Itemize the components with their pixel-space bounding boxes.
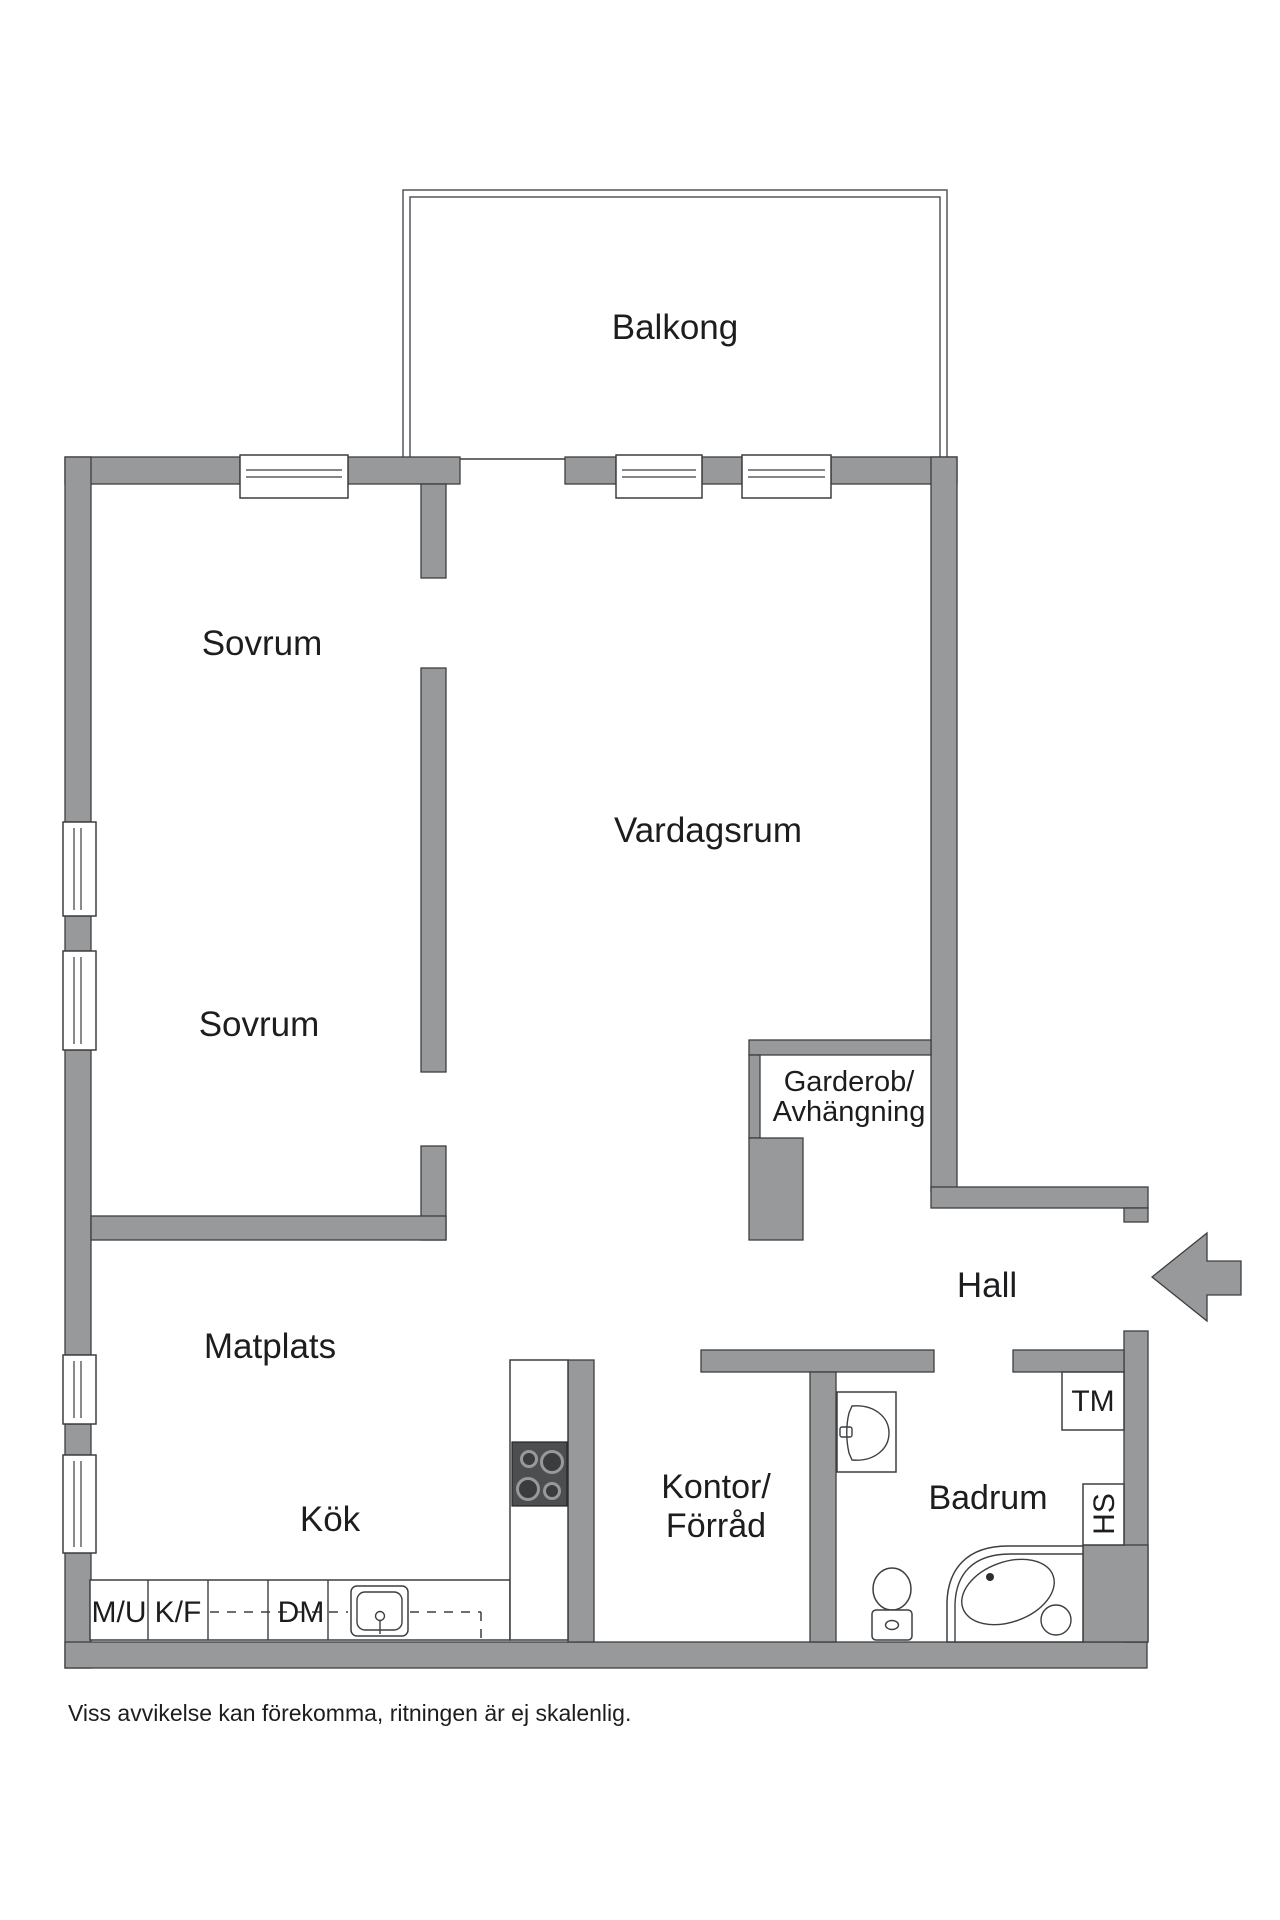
wall-left-3 bbox=[64, 1049, 92, 1356]
bathroom-fixtures bbox=[836, 1371, 1125, 1643]
kitchen-fixtures bbox=[89, 1359, 569, 1641]
label-bathroom: Badrum bbox=[928, 1479, 1047, 1517]
windows bbox=[62, 454, 832, 1554]
window-bedroom-top bbox=[239, 454, 349, 499]
label-bedroom-top: Sovrum bbox=[202, 624, 323, 663]
bathtub-icon bbox=[946, 1545, 1084, 1643]
washing-machine-box bbox=[1061, 1371, 1125, 1431]
wall-divider-top bbox=[420, 483, 447, 579]
hs-cabinet-box bbox=[1082, 1483, 1125, 1546]
label-fridge-freezer: K/F bbox=[155, 1596, 202, 1629]
window-left-3 bbox=[62, 1354, 97, 1425]
label-dining: Matplats bbox=[204, 1327, 336, 1366]
window-living-2 bbox=[741, 454, 832, 499]
toilet-icon bbox=[871, 1567, 913, 1641]
wall-entry-corner-top bbox=[1123, 1207, 1149, 1223]
wall-wardrobe-left bbox=[748, 1054, 761, 1139]
window-left-4 bbox=[62, 1454, 97, 1554]
wall-bedroom2-dining bbox=[90, 1215, 447, 1241]
wall-top-2 bbox=[347, 456, 461, 485]
wall-office-bathroom bbox=[809, 1371, 837, 1643]
disclaimer-text: Viss avvikelse kan förekomma, ritningen … bbox=[68, 1700, 631, 1726]
wall-right-upper bbox=[930, 456, 958, 1193]
label-bedroom-mid: Sovrum bbox=[199, 1005, 320, 1044]
window-living-1 bbox=[615, 454, 703, 499]
wall-corner-thickening bbox=[1082, 1544, 1149, 1643]
kitchen-worktop-dashed-line bbox=[210, 1611, 482, 1639]
wall-top-3 bbox=[564, 456, 617, 485]
wall-left-4 bbox=[64, 1423, 92, 1456]
label-kitchen: Kök bbox=[300, 1500, 361, 1539]
wall-left-1 bbox=[64, 456, 92, 823]
wall-wardrobe-block bbox=[748, 1137, 804, 1241]
entrance-arrow-icon bbox=[1150, 1231, 1242, 1323]
label-balcony: Balkong bbox=[612, 308, 738, 347]
wall-left-2 bbox=[64, 915, 92, 952]
wall-bathroom-top bbox=[1012, 1349, 1125, 1373]
label-wardrobe-line1: Garderob/ bbox=[784, 1066, 916, 1098]
bathroom-sink-icon bbox=[836, 1391, 897, 1473]
label-office-line1: Kontor/ bbox=[661, 1468, 771, 1506]
labels: Balkong Sovrum Vardagsrum Sovrum Gardero… bbox=[68, 308, 1121, 1726]
stove-icon bbox=[511, 1441, 568, 1507]
kitchen-counter bbox=[89, 1579, 511, 1641]
wall-wardrobe-top bbox=[748, 1039, 932, 1056]
wall-kitchen-office bbox=[567, 1359, 595, 1643]
label-office-line2: Förråd bbox=[666, 1507, 766, 1545]
wall-bottom bbox=[64, 1641, 1148, 1669]
walls bbox=[64, 456, 1242, 1669]
wall-hall-jog bbox=[930, 1186, 1149, 1209]
wall-top-4 bbox=[701, 456, 743, 485]
label-dishwasher: DM bbox=[278, 1596, 325, 1629]
label-hall: Hall bbox=[957, 1266, 1017, 1305]
wall-office-top bbox=[700, 1349, 935, 1373]
window-left-2 bbox=[62, 950, 97, 1051]
kitchen-counter-dividers bbox=[147, 1580, 329, 1640]
label-washing-machine: TM bbox=[1071, 1385, 1114, 1418]
wall-divider-mid bbox=[420, 667, 447, 1073]
label-micro-oven: M/U bbox=[92, 1596, 147, 1629]
window-left-1 bbox=[62, 821, 97, 917]
label-wardrobe-line2: Avhängning bbox=[773, 1096, 926, 1128]
label-living-room: Vardagsrum bbox=[614, 811, 802, 850]
kitchen-sink-icon bbox=[350, 1585, 409, 1637]
label-hs-cabinet: HS bbox=[1088, 1493, 1121, 1535]
